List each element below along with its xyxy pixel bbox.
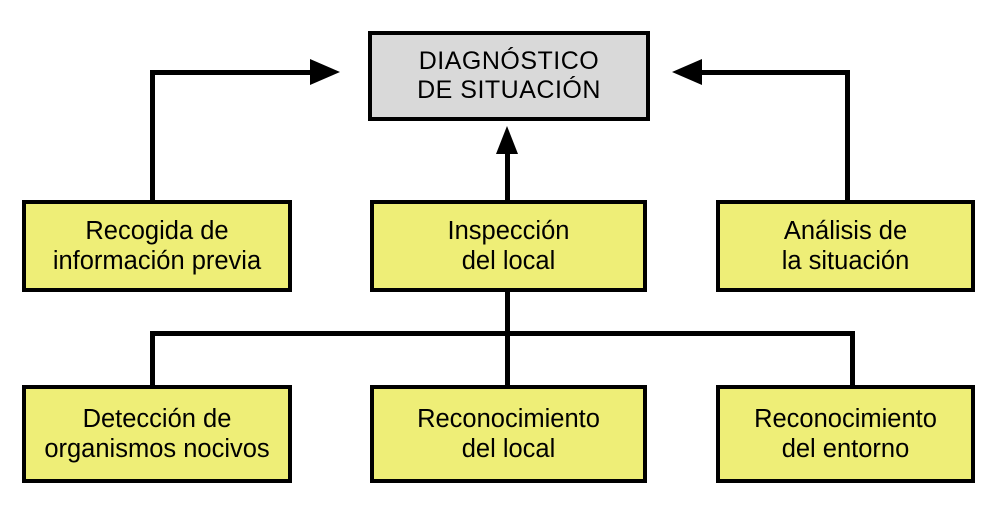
connector-recogida-horizontal xyxy=(150,70,314,75)
connector-inspeccion-vertical-up xyxy=(505,150,510,206)
node-deteccion-line1: Detección de xyxy=(82,404,232,433)
node-recogida-de-informacion-previa[interactable]: Recogida de información previa xyxy=(22,200,292,292)
arrowhead-recogida-to-diagnostico xyxy=(310,59,340,85)
arrowhead-analisis-to-diagnostico xyxy=(672,59,702,85)
node-recogida-line1: Recogida de xyxy=(85,216,229,245)
node-diagnostico-line2: DE SITUACIÓN xyxy=(417,76,601,104)
node-inspeccion-line1: Inspección xyxy=(447,216,570,245)
connector-analisis-vertical xyxy=(845,70,850,204)
node-diagnostico-line1: DIAGNÓSTICO xyxy=(418,46,600,75)
node-reconocimiento-entorno-line2: del entorno xyxy=(781,435,910,463)
node-analisis-de-la-situacion[interactable]: Análisis de la situación xyxy=(716,200,975,292)
connector-bus-to-reconocimiento-entorno xyxy=(850,331,855,388)
node-recogida-line2: información previa xyxy=(52,247,262,275)
node-reconocimiento-del-local[interactable]: Reconocimiento del local xyxy=(370,385,647,483)
node-analisis-line1: Análisis de xyxy=(783,216,908,245)
node-inspeccion-del-local[interactable]: Inspección del local xyxy=(370,200,647,292)
connector-recogida-vertical xyxy=(150,70,155,204)
connector-level3-bus-horizontal xyxy=(150,331,855,336)
connector-bus-to-deteccion xyxy=(150,331,155,388)
node-deteccion-de-organismos-nocivos[interactable]: Detección de organismos nocivos xyxy=(22,385,292,483)
node-analisis-line2: la situación xyxy=(781,247,910,275)
node-reconocimiento-del-entorno[interactable]: Reconocimiento del entorno xyxy=(716,385,975,483)
node-diagnostico-de-situacion[interactable]: DIAGNÓSTICO DE SITUACIÓN xyxy=(368,31,650,121)
connector-analisis-horizontal xyxy=(702,70,850,75)
node-deteccion-line2: organismos nocivos xyxy=(44,435,270,463)
node-reconocimiento-local-line2: del local xyxy=(461,435,556,463)
node-reconocimiento-local-line1: Reconocimiento xyxy=(417,404,600,433)
node-inspeccion-line2: del local xyxy=(461,247,556,275)
node-reconocimiento-entorno-line1: Reconocimiento xyxy=(754,404,937,433)
arrowhead-inspeccion-to-diagnostico xyxy=(496,126,518,154)
connector-inspeccion-vertical-down xyxy=(505,288,510,388)
